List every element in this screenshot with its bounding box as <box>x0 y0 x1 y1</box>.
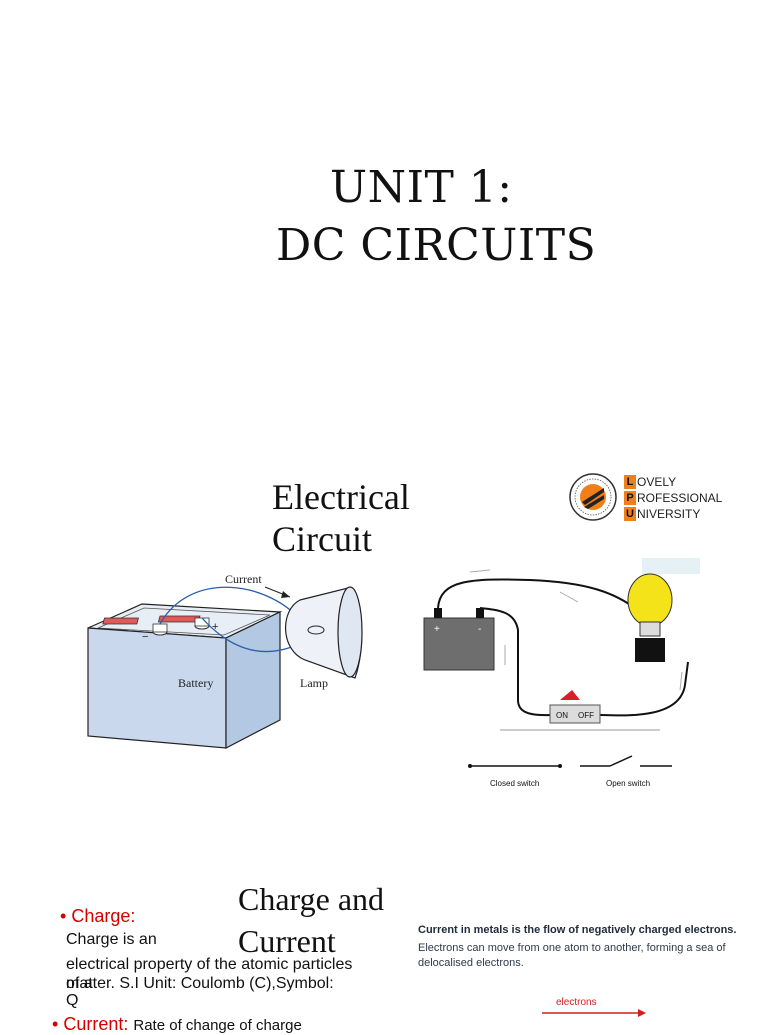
lamp-label: Lamp <box>300 676 328 690</box>
lpu-seal-icon <box>569 473 617 521</box>
unit-title: UNIT 1: <box>330 162 513 213</box>
svg-text:−: − <box>142 631 148 643</box>
open-switch-label: Open switch <box>606 779 650 788</box>
lpu-logo: L OVELY P ROFESSIONAL U NIVERSITY <box>566 470 722 524</box>
lpu-row-university: U NIVERSITY <box>624 506 722 522</box>
current-heading: • Current: Rate of change of charge <box>52 1014 302 1035</box>
current-label: Current <box>225 572 262 586</box>
lpu-row-text: ROFESSIONAL <box>637 491 723 505</box>
charge-text-line: electrical property of the atomic partic… <box>66 956 353 992</box>
unit-subtitle: DC CIRCUITS <box>276 220 597 271</box>
lpu-letter-box: P <box>624 491 636 505</box>
bullet-icon: • <box>52 1014 59 1034</box>
lpu-wordmark: L OVELY P ROFESSIONAL U NIVERSITY <box>624 474 722 522</box>
battery-label: Battery <box>178 676 213 690</box>
charge-and-current-title: Charge and Current <box>238 881 385 959</box>
svg-text:-: - <box>478 624 481 635</box>
lpu-letter-box: L <box>624 475 636 489</box>
lpu-row-professional: P ROFESSIONAL <box>624 490 722 506</box>
charge-text-line: Q <box>66 992 79 1009</box>
charge-text-line: matter. S.I Unit: Coulomb (C),Symbol: <box>66 975 334 992</box>
electrical-circuit-title: Electrical Circuit <box>272 477 410 559</box>
lpu-row-text: OVELY <box>637 475 677 489</box>
electrons-label: electrons <box>556 997 597 1008</box>
wire-right <box>599 661 689 717</box>
current-heading-text: Current: <box>63 1014 129 1034</box>
electrons-arrow-icon <box>542 1009 646 1017</box>
svg-text:OFF: OFF <box>578 711 594 720</box>
wire-left <box>479 607 551 717</box>
switch-circuit-diagram: + - ON OFF Closed switch Open switch <box>423 558 700 788</box>
bullet-icon: • <box>60 906 67 926</box>
closed-switch-label: Closed switch <box>490 779 539 788</box>
charge-heading: • Charge: <box>60 906 135 927</box>
lpu-row-text: NIVERSITY <box>637 507 701 521</box>
switch-icon <box>549 704 601 724</box>
svg-text:ON: ON <box>556 711 568 720</box>
charge-heading-text: Charge: <box>71 906 136 926</box>
battery-lamp-diagram: − + Current Battery Lamp <box>87 572 363 749</box>
lpu-row-lovely: L OVELY <box>624 474 722 490</box>
metals-title: Current in metals is the flow of negativ… <box>418 924 737 936</box>
metals-description: Electrons can move from one atom to anot… <box>418 942 726 969</box>
wire-top <box>437 578 649 621</box>
current-text: Rate of change of charge <box>133 1017 302 1034</box>
lpu-letter-box: U <box>624 507 636 521</box>
charge-text-line: Charge is an <box>66 931 157 948</box>
bulb-icon <box>627 573 673 627</box>
svg-text:+: + <box>212 621 218 633</box>
background-tab <box>642 558 700 574</box>
battery-block <box>423 617 495 671</box>
svg-text:+: + <box>434 624 440 635</box>
